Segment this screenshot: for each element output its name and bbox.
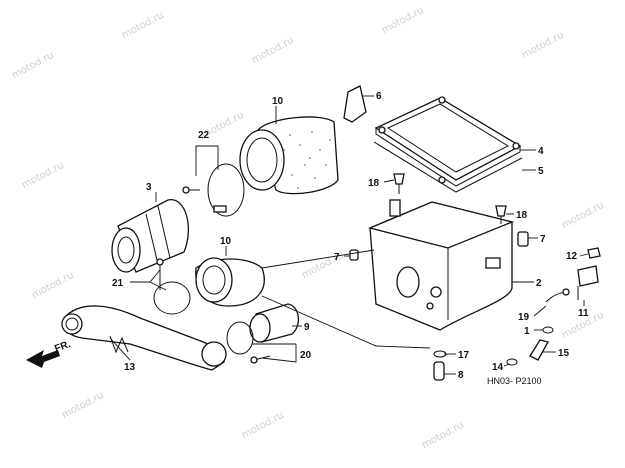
callout-22: 22	[198, 130, 210, 141]
connecting-tube	[249, 303, 299, 343]
front-arrow-icon: FR.	[26, 339, 72, 368]
callout-14: 13	[124, 362, 136, 373]
callout-9: 9	[304, 322, 310, 333]
callout-21: 21	[112, 278, 124, 289]
callout-20: 20	[300, 350, 312, 361]
callout-2: 2	[536, 278, 542, 289]
callout-labels: 10 6 4 5 18 18 7 7 2 12 11 19 1 15 14 17…	[112, 91, 589, 381]
connecting-boot	[195, 257, 265, 307]
callout-19: 19	[518, 312, 530, 323]
callout-10: 10	[220, 236, 232, 247]
leader-lines	[109, 95, 589, 375]
callout-7-right: 7	[540, 234, 546, 245]
intake-duct	[61, 305, 227, 371]
callout-18-right: 18	[516, 210, 528, 221]
callout-15: 14	[492, 362, 504, 373]
air-intake-tube	[111, 199, 189, 273]
callout-18-upper: 18	[368, 178, 380, 189]
figure-code: HN03- P2100	[487, 376, 542, 386]
callout-8: 8	[458, 370, 464, 381]
callout-1: 1	[524, 326, 530, 337]
band-clamp-22	[182, 163, 245, 217]
joint-12	[577, 265, 599, 300]
callout-17: 17	[458, 350, 470, 361]
callout-6: 6	[376, 91, 382, 102]
callout-13: 12	[566, 251, 578, 262]
direction-label: FR.	[53, 339, 72, 355]
cap-13	[587, 247, 601, 259]
callout-16: 15	[558, 348, 570, 359]
callout-12: 11	[578, 308, 589, 319]
clip-1	[542, 326, 554, 334]
callout-11: 10	[272, 96, 284, 107]
drain-tube-19	[545, 288, 570, 303]
grommet-7-left	[349, 249, 359, 261]
callout-4: 4	[538, 146, 544, 157]
band-clamp-20	[226, 321, 271, 364]
clip-18-right	[495, 205, 507, 224]
clip-18-upper	[393, 173, 405, 194]
callout-5: 5	[538, 166, 544, 177]
air-cleaner-case	[367, 199, 515, 331]
cover-bracket	[343, 85, 367, 123]
air-cleaner-cover	[373, 96, 523, 193]
drain-plug-8	[433, 361, 445, 381]
air-filter-element	[239, 116, 339, 195]
band-clamp-21	[153, 258, 191, 315]
grommet-7-right	[517, 231, 529, 247]
drain-tube-16	[529, 339, 549, 361]
callout-3: 3	[146, 182, 152, 193]
callout-7-left: 7	[334, 252, 340, 263]
clip-15	[506, 358, 518, 366]
